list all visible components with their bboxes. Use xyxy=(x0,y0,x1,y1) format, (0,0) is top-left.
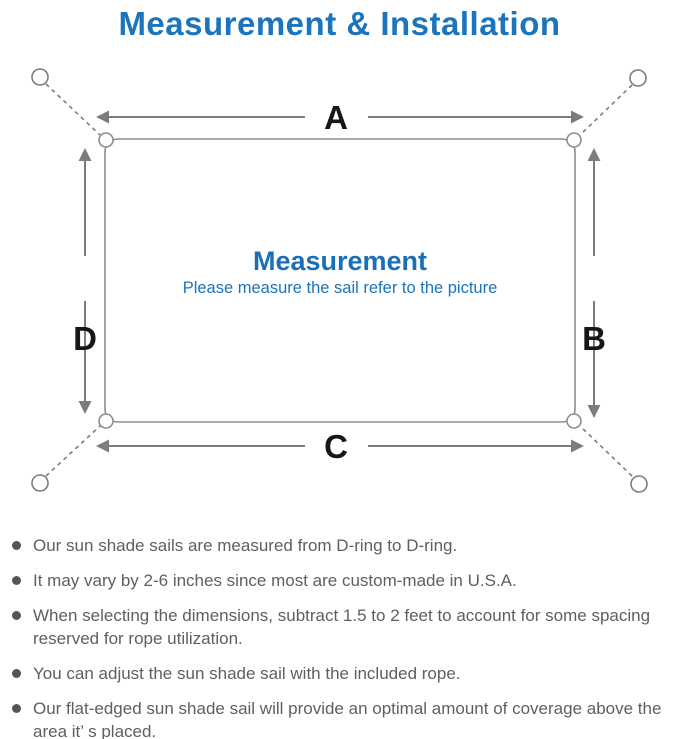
anchor-point-circle-icon xyxy=(630,475,648,493)
list-item: Our flat-edged sun shade sail will provi… xyxy=(12,697,665,739)
bullet-dot-icon xyxy=(12,541,21,550)
list-item: It may vary by 2-6 inches since most are… xyxy=(12,569,665,592)
d-ring-icon xyxy=(98,132,114,148)
d-ring-icon xyxy=(566,132,582,148)
d-ring-icon xyxy=(98,413,114,429)
list-item: Our sun shade sails are measured from D-… xyxy=(12,534,665,557)
bullet-dot-icon xyxy=(12,611,21,620)
dashed-rope-line xyxy=(45,83,101,136)
list-item-text: Our sun shade sails are measured from D-… xyxy=(33,536,458,555)
sail-measurement-diagram: A B C D Measurement Please measure the s… xyxy=(0,60,679,520)
list-item-text: It may vary by 2-6 inches since most are… xyxy=(33,571,517,590)
dashed-rope-line xyxy=(45,425,101,477)
diagram-canvas: A B C D Measurement Please measure the s… xyxy=(31,68,648,493)
diagram-center-title: Measurement xyxy=(253,246,427,276)
list-item-text: You can adjust the sun shade sail with t… xyxy=(33,664,461,683)
anchor-point-circle-icon xyxy=(629,69,647,87)
dashed-rope-line xyxy=(579,84,633,136)
dashed-rope-line xyxy=(579,425,633,477)
list-item-text: Our flat-edged sun shade sail will provi… xyxy=(33,699,662,739)
anchor-point-circle-icon xyxy=(31,68,49,86)
bullet-dot-icon xyxy=(12,576,21,585)
list-item-text: When selecting the dimensions, subtract … xyxy=(33,606,651,648)
instructions-list: Our sun shade sails are measured from D-… xyxy=(0,520,679,739)
anchor-point-circle-icon xyxy=(31,474,49,492)
dimension-label-d: D xyxy=(73,320,97,357)
list-item: When selecting the dimensions, subtract … xyxy=(12,604,665,650)
bullet-dot-icon xyxy=(12,669,21,678)
list-item: You can adjust the sun shade sail with t… xyxy=(12,662,665,685)
dimension-label-b: B xyxy=(582,320,606,357)
dimension-label-c: C xyxy=(324,428,348,465)
d-ring-icon xyxy=(566,413,582,429)
diagram-center-subtitle: Please measure the sail refer to the pic… xyxy=(183,279,498,297)
dimension-label-a: A xyxy=(324,99,348,136)
page-title: Measurement & Installation xyxy=(118,5,561,42)
sun-shade-sail-outline xyxy=(104,138,576,423)
bullet-dot-icon xyxy=(12,704,21,713)
